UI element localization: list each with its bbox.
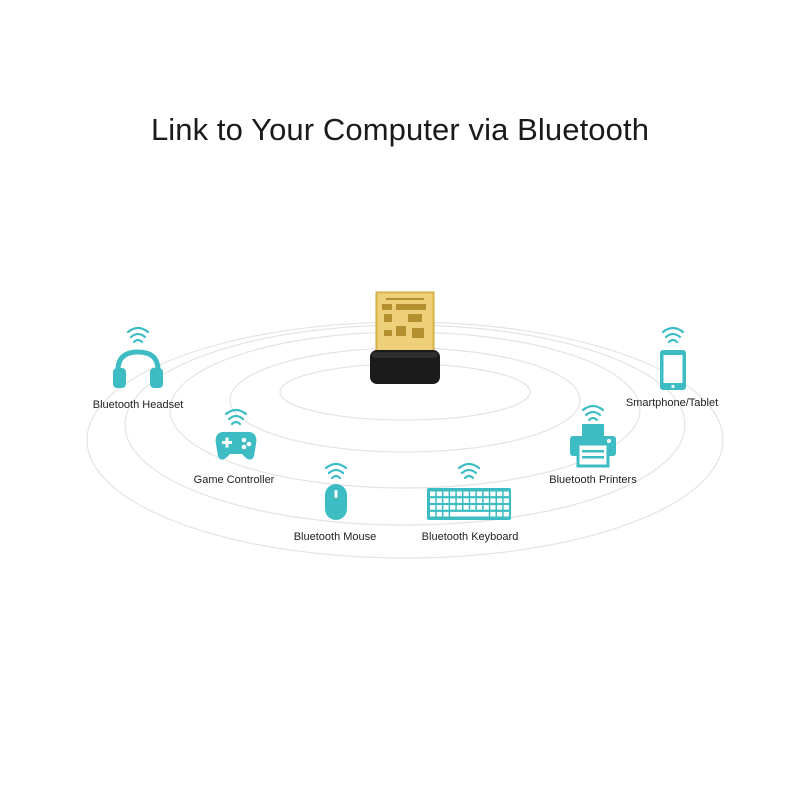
keyboard-key xyxy=(490,505,496,510)
keyboard-key xyxy=(436,511,442,517)
keyboard-key xyxy=(476,505,483,510)
keyboard-key xyxy=(463,498,469,503)
page-title: Link to Your Computer via Bluetooth xyxy=(150,112,650,147)
keyboard-key xyxy=(430,511,436,517)
keyboard-key xyxy=(476,498,483,503)
device-game-controller xyxy=(210,404,262,471)
keyboard-key xyxy=(470,498,476,503)
device-label: Bluetooth Headset xyxy=(92,399,184,411)
device-label: Bluetooth Printers xyxy=(549,474,637,486)
wifi-signal-icon xyxy=(126,326,150,344)
device-label: Bluetooth Keyboard xyxy=(421,531,519,543)
keyboard-key xyxy=(490,491,496,497)
keyboard-key xyxy=(476,491,483,497)
device-printer xyxy=(566,400,620,473)
keyboard-key xyxy=(443,511,449,517)
keyboard-key xyxy=(490,511,496,517)
keyboard-key xyxy=(450,491,456,497)
keyboard-key xyxy=(436,505,442,510)
keyboard-key xyxy=(450,498,456,503)
keyboard-key xyxy=(430,491,436,497)
keyboard-key xyxy=(483,498,489,503)
keyboard-key xyxy=(443,491,449,497)
headphones-icon xyxy=(113,349,163,388)
keyboard-key xyxy=(483,505,489,510)
keyboard-key xyxy=(470,505,476,510)
keyboard-key xyxy=(443,505,449,510)
keyboard-key xyxy=(503,491,509,497)
smartphone-icon xyxy=(660,350,686,390)
keyboard-key xyxy=(503,511,509,517)
device-mouse xyxy=(318,458,354,529)
device-smartphone xyxy=(656,322,690,397)
keyboard-key xyxy=(490,498,496,503)
printer-icon xyxy=(570,424,616,468)
keyboard-key xyxy=(456,491,462,497)
keyboard-key xyxy=(497,498,503,503)
keyboard-key xyxy=(463,505,469,510)
keyboard-key xyxy=(443,498,449,503)
keyboard-key xyxy=(497,491,503,497)
wifi-signal-icon xyxy=(324,462,348,480)
keyboard-spacebar xyxy=(450,511,489,517)
gamepad-icon xyxy=(215,432,257,460)
keyboard-key xyxy=(503,505,509,510)
keyboard-key xyxy=(450,505,456,510)
keyboard-key xyxy=(497,505,503,510)
device-keyboard xyxy=(425,458,513,527)
keyboard-key xyxy=(497,511,503,517)
wifi-signal-icon xyxy=(661,326,685,344)
device-label: Game Controller xyxy=(193,474,275,486)
keyboard-icon xyxy=(427,488,511,520)
keyboard-key xyxy=(456,505,462,510)
keyboard-key xyxy=(503,498,509,503)
keyboard-key xyxy=(470,491,476,497)
keyboard-key xyxy=(463,491,469,497)
keyboard-key xyxy=(456,498,462,503)
device-label: Bluetooth Mouse xyxy=(293,531,377,543)
device-headset xyxy=(110,322,166,397)
keyboard-key xyxy=(430,498,436,503)
mouse-icon xyxy=(325,484,347,520)
keyboard-key xyxy=(483,491,489,497)
keyboard-key xyxy=(436,498,442,503)
usb-bluetooth-adapter-icon xyxy=(360,288,450,393)
keyboard-key xyxy=(436,491,442,497)
keyboard-key xyxy=(430,505,436,510)
wifi-signal-icon xyxy=(224,408,248,426)
wifi-signal-icon xyxy=(581,404,605,422)
wifi-signal-icon xyxy=(457,462,481,480)
device-label: Smartphone/Tablet xyxy=(625,397,719,409)
